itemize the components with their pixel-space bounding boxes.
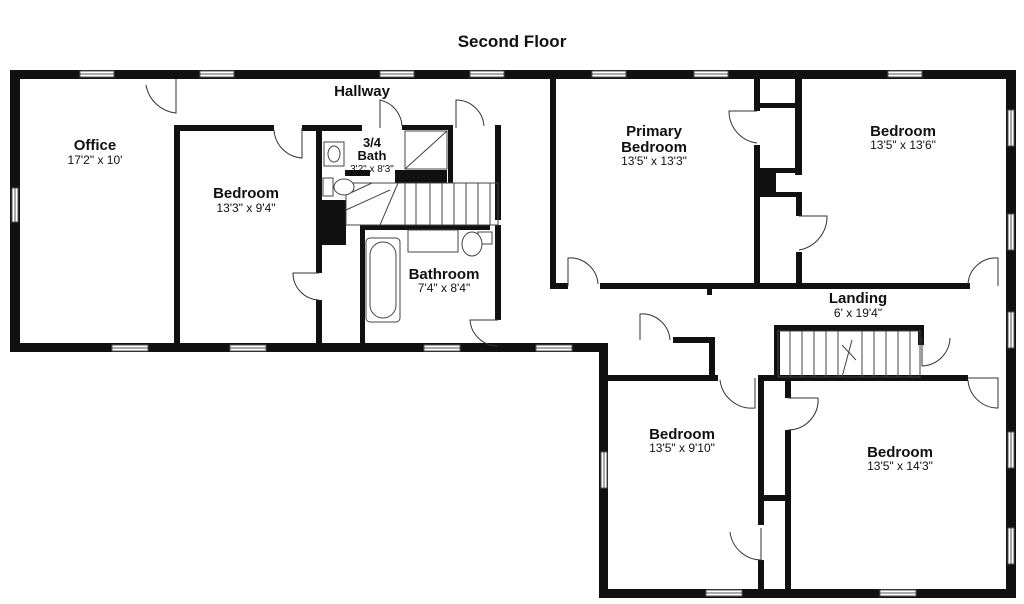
wall-south-west [10,343,608,352]
walls [10,70,1016,598]
floor-title: Second Floor [458,32,567,51]
bathroom-name: Bathroom [409,266,480,283]
wall-south-east [599,589,1016,598]
bedroom-ne-name: Bedroom [870,123,936,140]
primary-name-line1: Primary [626,123,683,140]
primary-dims: 13'5" x 13'3" [621,154,687,168]
stairs-upper [345,182,499,226]
room-labels: Office 17'2" x 10' Hallway Bedroom 13'3"… [68,83,936,473]
wall-north [10,70,1016,79]
bath-34-dims: 3'2" x 8'3" [350,164,394,175]
stairs-landing [777,330,921,378]
windows [11,70,1015,597]
hallway-name: Hallway [334,83,391,100]
doors [145,79,999,561]
bedroom-se-dims: 13'5" x 14'3" [867,459,933,473]
landing-name: Landing [829,290,887,307]
bedroom-1-name: Bedroom [213,185,279,202]
bedroom-se-name: Bedroom [867,444,933,461]
office-name: Office [74,137,117,154]
toilet-34bath [322,177,334,197]
bedroom-sw-name: Bedroom [649,426,715,443]
bathroom-dims: 7'4" x 8'4" [418,281,470,295]
bath-34-name-line2: Bath [358,148,387,163]
bedroom-1-dims: 13'3" x 9'4" [216,201,275,215]
primary-name-line2: Bedroom [621,139,687,156]
bedroom-ne-dims: 13'5" x 13'6" [870,138,936,152]
vanity-bathroom [407,229,459,253]
bedroom-sw-dims: 13'5" x 9'10" [649,441,715,455]
bath-34-name-line1: 3/4 [363,135,382,150]
office-dims: 17'2" x 10' [68,153,123,167]
fixtures [322,130,493,323]
landing-dims: 6' x 19'4" [834,306,882,320]
